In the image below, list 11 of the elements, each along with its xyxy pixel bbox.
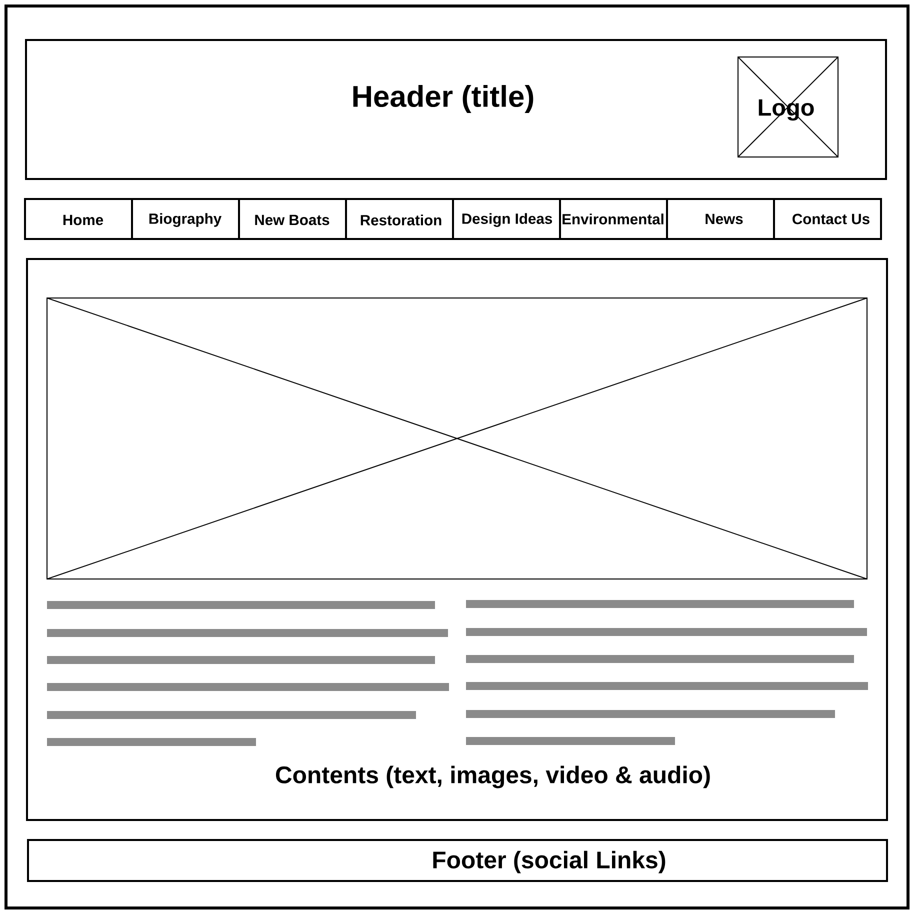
image-placeholder	[46, 298, 868, 580]
nav-item: New Boats	[238, 198, 347, 240]
nav-item: News	[666, 198, 775, 240]
nav-item: Contact Us	[773, 198, 882, 240]
nav-item: Home	[24, 198, 133, 240]
nav-item: Restoration	[345, 198, 454, 240]
nav-item: Biography	[131, 198, 240, 240]
content-box: Contents (text, images, video & audio)	[26, 258, 888, 821]
nav-item: Environmental	[559, 198, 668, 240]
nav-item: Design Ideas	[452, 198, 561, 240]
footer-box: Footer (social Links)	[27, 839, 888, 882]
